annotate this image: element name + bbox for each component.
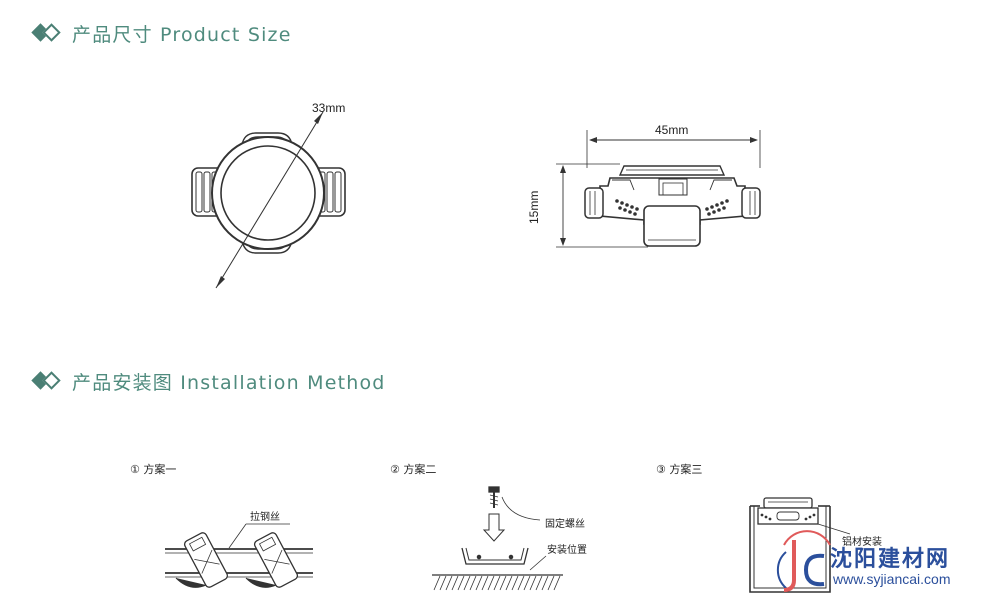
watermark-url: www.syjiancai.com [833,571,951,587]
fixing-screw-label: 固定螺丝 [545,517,585,530]
watermark-text: 沈阳建材网 [830,547,951,572]
plan3-label: ③ 方案三 [656,463,703,476]
diameter-dimension-label: 33mm [312,101,345,115]
top-view-drawing [191,111,346,289]
height-dimension-label: 15mm [527,191,541,224]
profile-install-label: 铝材安装 [842,535,882,548]
install-position-label: 安装位置 [547,543,587,556]
installation-title: 产品安装图 Installation Method [72,371,386,394]
side-view-drawing [556,130,761,248]
section-header-installation: 产品安装图 Installation Method [31,366,386,396]
width-dimension-label: 45mm [655,123,688,137]
plan1-steel-wire-drawing [165,523,313,588]
plan2-screw-drawing [432,486,563,591]
plan1-label: ① 方案一 [130,463,177,476]
plan2-label: ② 方案二 [390,463,437,476]
plan3-profile-drawing [749,497,851,593]
steel-wire-label: 拉钢丝 [250,510,280,523]
product-size-title: 产品尺寸 Product Size [72,23,292,46]
section-header-product-size: 产品尺寸 Product Size [31,18,292,48]
watermark-logo-icon [776,530,831,592]
